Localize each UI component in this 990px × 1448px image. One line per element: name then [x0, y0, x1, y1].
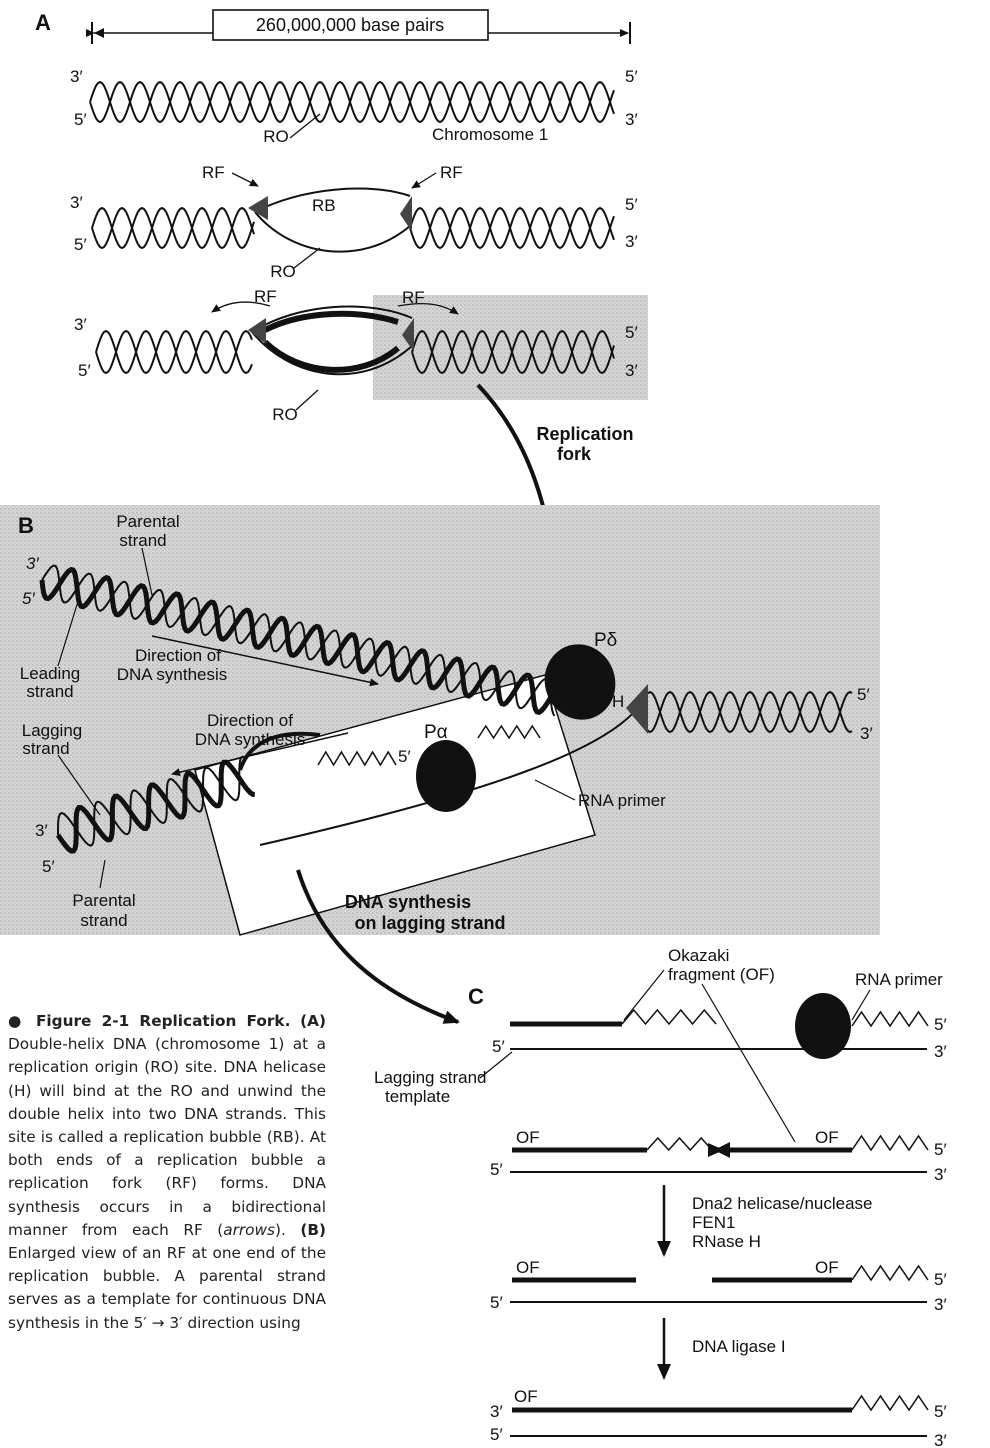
- leading-line2: strand: [26, 682, 73, 701]
- caption-arrows: arrows: [223, 1221, 275, 1239]
- parental-top-line1: Parental: [116, 512, 179, 531]
- replication-fork-label-2: fork: [557, 444, 592, 464]
- c-row1-5prime-l: 5′: [492, 1037, 505, 1056]
- parental-bot-line1: Parental: [72, 891, 135, 910]
- c-row1-3prime: 3′: [934, 1042, 947, 1061]
- helix1-left-3prime: 3′: [70, 67, 83, 86]
- ro-label-2: RO: [270, 262, 296, 281]
- helix2-left-5prime: 5′: [74, 235, 87, 254]
- caption-text-a2: ).: [275, 1221, 286, 1239]
- b-primer-5prime: 5′: [398, 747, 411, 766]
- helix3-left-3prime: 3′: [74, 315, 87, 334]
- c-row3-of-right: OF: [815, 1258, 839, 1277]
- caption-text-a: Double-helix DNA (chromosome 1) at a rep…: [8, 1035, 326, 1239]
- helix2-left-3prime: 3′: [70, 193, 83, 212]
- c-row4-of: OF: [514, 1387, 538, 1406]
- helix1-right-3prime: 3′: [625, 110, 638, 129]
- b-lower-3prime: 3′: [35, 821, 48, 840]
- lagging-synthesis-line2: on lagging strand: [355, 913, 506, 933]
- b-right-3prime: 3′: [860, 724, 873, 743]
- ro-label-1: RO: [263, 127, 289, 146]
- c-row2-of-left: OF: [516, 1128, 540, 1147]
- panel-c-label: C: [468, 984, 484, 1009]
- b-lower-5prime: 5′: [42, 857, 55, 876]
- template-line1: Lagging strand: [374, 1068, 486, 1087]
- c-row2-of-right: OF: [815, 1128, 839, 1147]
- panel-b: B Parental strand 3′ 5′ Leading: [0, 505, 880, 935]
- leading-line1: Leading: [20, 664, 81, 683]
- b-right-5prime: 5′: [857, 685, 870, 704]
- dir2-line1: Direction of: [207, 711, 293, 730]
- p-alpha-label: Pα: [424, 722, 448, 743]
- parental-top-line2: strand: [119, 531, 166, 550]
- helix3-right-5prime: 5′: [625, 323, 638, 342]
- lagging-line2: strand: [22, 739, 69, 758]
- helix-replication-bubble: 3′ 5′ 5′ 3′ RF RF RB RO: [70, 163, 638, 281]
- c-row3-5prime-l: 5′: [490, 1293, 503, 1312]
- step1-line2: FEN1: [692, 1213, 735, 1232]
- figure-caption: ● Figure 2-1 Replication Fork. (A) Doubl…: [8, 1010, 326, 1335]
- lagging-line1: Lagging: [22, 721, 83, 740]
- c-row4-5prime-l: 5′: [490, 1425, 503, 1444]
- c-row4-3prime: 3′: [934, 1431, 947, 1448]
- ro-label-3: RO: [272, 405, 298, 424]
- caption-title: Figure 2-1 Replication Fork.: [36, 1012, 290, 1030]
- helix-chromosome: 3′ 5′ 5′ 3′ RO Chromosome 1: [70, 67, 638, 146]
- c-row2-5prime-r: 5′: [934, 1140, 947, 1159]
- length-ruler: 260,000,000 base pairs: [92, 10, 630, 44]
- step1-line1: Dna2 helicase/nuclease: [692, 1194, 873, 1213]
- helix-bidirectional-synthesis: 3′ 5′ 5′ 3′ RF RF RO: [74, 287, 648, 424]
- helix3-left-5prime: 5′: [78, 361, 91, 380]
- length-label: 260,000,000 base pairs: [256, 15, 444, 35]
- chromosome-label: Chromosome 1: [432, 125, 548, 144]
- rf-label-right: RF: [440, 163, 463, 182]
- step2-label: DNA ligase I: [692, 1337, 786, 1356]
- lagging-synthesis-line1: DNA synthesis: [345, 892, 471, 912]
- polymerase-alpha-icon: [416, 740, 476, 812]
- c-row4-5prime-r: 5′: [934, 1402, 947, 1421]
- caption-key-a: (A): [300, 1012, 326, 1030]
- helix2-right-5prime: 5′: [625, 195, 638, 214]
- caption-key-b: (B): [300, 1221, 326, 1239]
- dir1-line1: Direction of: [135, 646, 221, 665]
- replication-fork-label-1: Replication: [536, 424, 633, 444]
- okazaki-line1: Okazaki: [668, 946, 729, 965]
- dir2-line2: DNA synthesis: [195, 730, 306, 749]
- c-row4-3prime-l: 3′: [490, 1402, 503, 1421]
- p-delta-label: Pδ: [594, 630, 617, 651]
- c-row3-of-left: OF: [516, 1258, 540, 1277]
- helix1-left-5prime: 5′: [74, 110, 87, 129]
- c-row2-3prime: 3′: [934, 1165, 947, 1184]
- helix2-right-3prime: 3′: [625, 232, 638, 251]
- b-upper-3prime: 3′: [26, 554, 39, 573]
- helix1-right-5prime: 5′: [625, 67, 638, 86]
- panel-a-label: A: [35, 10, 51, 35]
- rb-label: RB: [312, 196, 336, 215]
- rf-label-left: RF: [202, 163, 225, 182]
- caption-text-b: Enlarged view of an RF at one end of the…: [8, 1244, 326, 1332]
- rna-primer-b: RNA primer: [578, 791, 666, 810]
- b-upper-5prime: 5′: [22, 589, 35, 608]
- c-row2-5prime-l: 5′: [490, 1160, 503, 1179]
- c-row3-3prime: 3′: [934, 1295, 947, 1314]
- caption-bullet: ●: [8, 1012, 26, 1030]
- template-line2: template: [385, 1087, 450, 1106]
- panel-b-label: B: [18, 513, 34, 538]
- helicase-right-marker: [400, 196, 412, 232]
- helix3-right-3prime: 3′: [625, 361, 638, 380]
- dir1-line2: DNA synthesis: [117, 665, 228, 684]
- parental-bot-line2: strand: [80, 911, 127, 930]
- step1-line3: RNase H: [692, 1232, 761, 1251]
- c-row1-5prime-r: 5′: [934, 1015, 947, 1034]
- panel-c: C 5′ 5′ 3′ Okazaki fragment (OF) RNA pri…: [374, 946, 947, 1448]
- helicase-label: H: [612, 692, 624, 711]
- okazaki-line2: fragment (OF): [668, 965, 775, 984]
- c-row3-5prime-r: 5′: [934, 1270, 947, 1289]
- rna-primer-c: RNA primer: [855, 970, 943, 989]
